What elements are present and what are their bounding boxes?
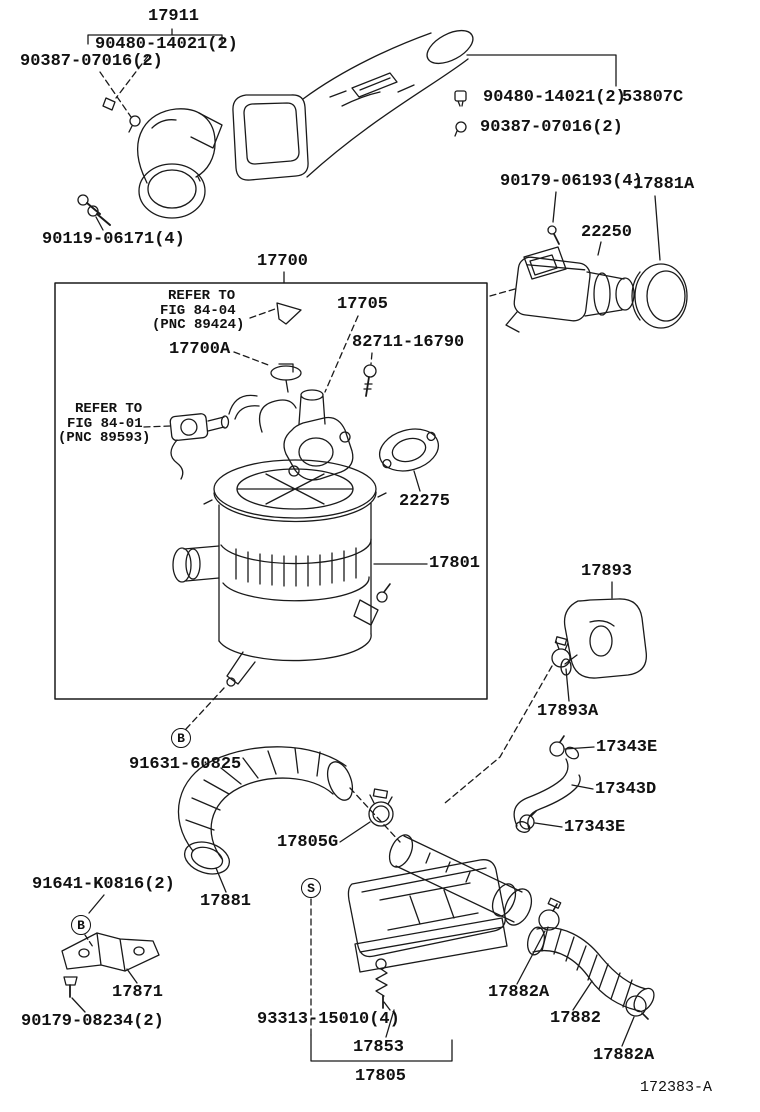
callout-91631-60825: 91631-60825 [129, 755, 242, 774]
callout-17882A-left: 17882A [488, 983, 550, 1002]
refer-note-1-line2: FIG 84-04 [160, 303, 236, 319]
circle-ref-b1: B [171, 728, 191, 748]
maf-sensor-22250-drawing [505, 225, 635, 333]
duct-clip-icons-left [102, 97, 141, 133]
leaders-17882 [516, 930, 635, 1047]
leaders-17343 [534, 746, 595, 828]
callout-17853: 17853 [353, 1038, 405, 1057]
callout-17893: 17893 [581, 562, 633, 581]
bracket-17911 [87, 28, 223, 45]
leader-17853 [385, 1009, 395, 1038]
callout-17881A: 17881A [633, 175, 695, 194]
callout-90179-06193: 90179-06193(4) [500, 172, 643, 191]
air-cleaner-case-bottom-drawing [347, 834, 533, 973]
refer-note-1-line1: REFER TO [168, 288, 236, 304]
leaders-maf [489, 191, 661, 297]
leaders-bottom-left [71, 894, 138, 1013]
clamps-17343E-drawing [519, 735, 565, 830]
bracket-17805 [310, 1034, 453, 1062]
callout-17343E-bottom: 17343E [564, 818, 626, 837]
callout-17801: 17801 [429, 554, 481, 573]
callout-17882A-right: 17882A [593, 1046, 655, 1065]
refer-note-2-line1: REFER TO [75, 401, 143, 417]
bracket-17871-drawing [61, 932, 160, 998]
refer-note-1-line3: (PNC 89424) [152, 317, 245, 333]
assembly-box-17700 [54, 282, 488, 700]
leader-93313 [383, 1001, 391, 1011]
refer-note-2-line3: (PNC 89593) [58, 430, 151, 446]
bolt-93313-drawing [375, 958, 388, 1009]
callout-17871: 17871 [112, 983, 164, 1002]
callout-90179-08234: 90179-08234(2) [21, 1012, 164, 1031]
hose-17881-drawing [177, 746, 354, 875]
leader-17881 [215, 867, 227, 893]
callout-17911: 17911 [148, 7, 200, 26]
clamp-17805G-drawing [368, 788, 394, 827]
callout-90387-07016-left: 90387-07016(2) [20, 52, 163, 71]
callout-17343D: 17343D [595, 780, 657, 799]
circle-ref-b2: B [71, 915, 91, 935]
callout-17700: 17700 [257, 252, 309, 271]
hose-17882-drawing [527, 926, 655, 1013]
leader-53807c [466, 54, 617, 87]
callout-90119-06171: 90119-06171(4) [42, 230, 185, 249]
callout-53807C: 53807C [622, 88, 684, 107]
air-cleaner-interior-drawing [143, 302, 440, 687]
callout-17805G: 17805G [277, 833, 339, 852]
callout-17881: 17881 [200, 892, 252, 911]
circle-ref-s: S [301, 878, 321, 898]
fastener-icons-right [454, 90, 467, 137]
callout-82711-16790: 82711-16790 [352, 333, 465, 352]
callout-90480-14021-right: 90480-14021(2) [483, 88, 626, 107]
callout-90387-07016-right: 90387-07016(2) [480, 118, 623, 137]
leader-17805G [339, 821, 371, 843]
callout-17893A: 17893A [537, 702, 599, 721]
leader-90119 [95, 216, 104, 231]
callout-91641-K0816: 91641-K0816(2) [32, 875, 175, 894]
callout-17882: 17882 [550, 1009, 602, 1028]
callout-90480-14021-left: 90480-14021(2) [95, 35, 238, 54]
callout-17700A: 17700A [169, 340, 231, 359]
callout-17805: 17805 [355, 1067, 407, 1086]
clamp-17893A-drawing [551, 636, 571, 702]
dashed-resonator-link [444, 665, 553, 804]
clamps-17882A-drawing [538, 897, 649, 1020]
leader-lines-top-left [99, 55, 149, 118]
resonator-17893-drawing [560, 581, 648, 679]
callout-22275: 22275 [399, 492, 451, 511]
screw-icons-90119 [77, 194, 111, 226]
leader-b1-dashed [185, 687, 225, 730]
dashed-hose-case-link [349, 787, 401, 843]
callout-93313-15010: 93313-15010(4) [257, 1010, 400, 1029]
callout-22250: 22250 [581, 223, 633, 242]
drawing-number: 172383-A [640, 1079, 713, 1096]
refer-note-2-line2: FIG 84-01 [67, 416, 143, 432]
inlet-duct-17911-drawing [137, 108, 223, 219]
air-duct-drawing [232, 29, 474, 181]
callout-17343E-top: 17343E [596, 738, 658, 757]
callout-17705: 17705 [337, 295, 389, 314]
hose-17881A-drawing [631, 263, 688, 329]
